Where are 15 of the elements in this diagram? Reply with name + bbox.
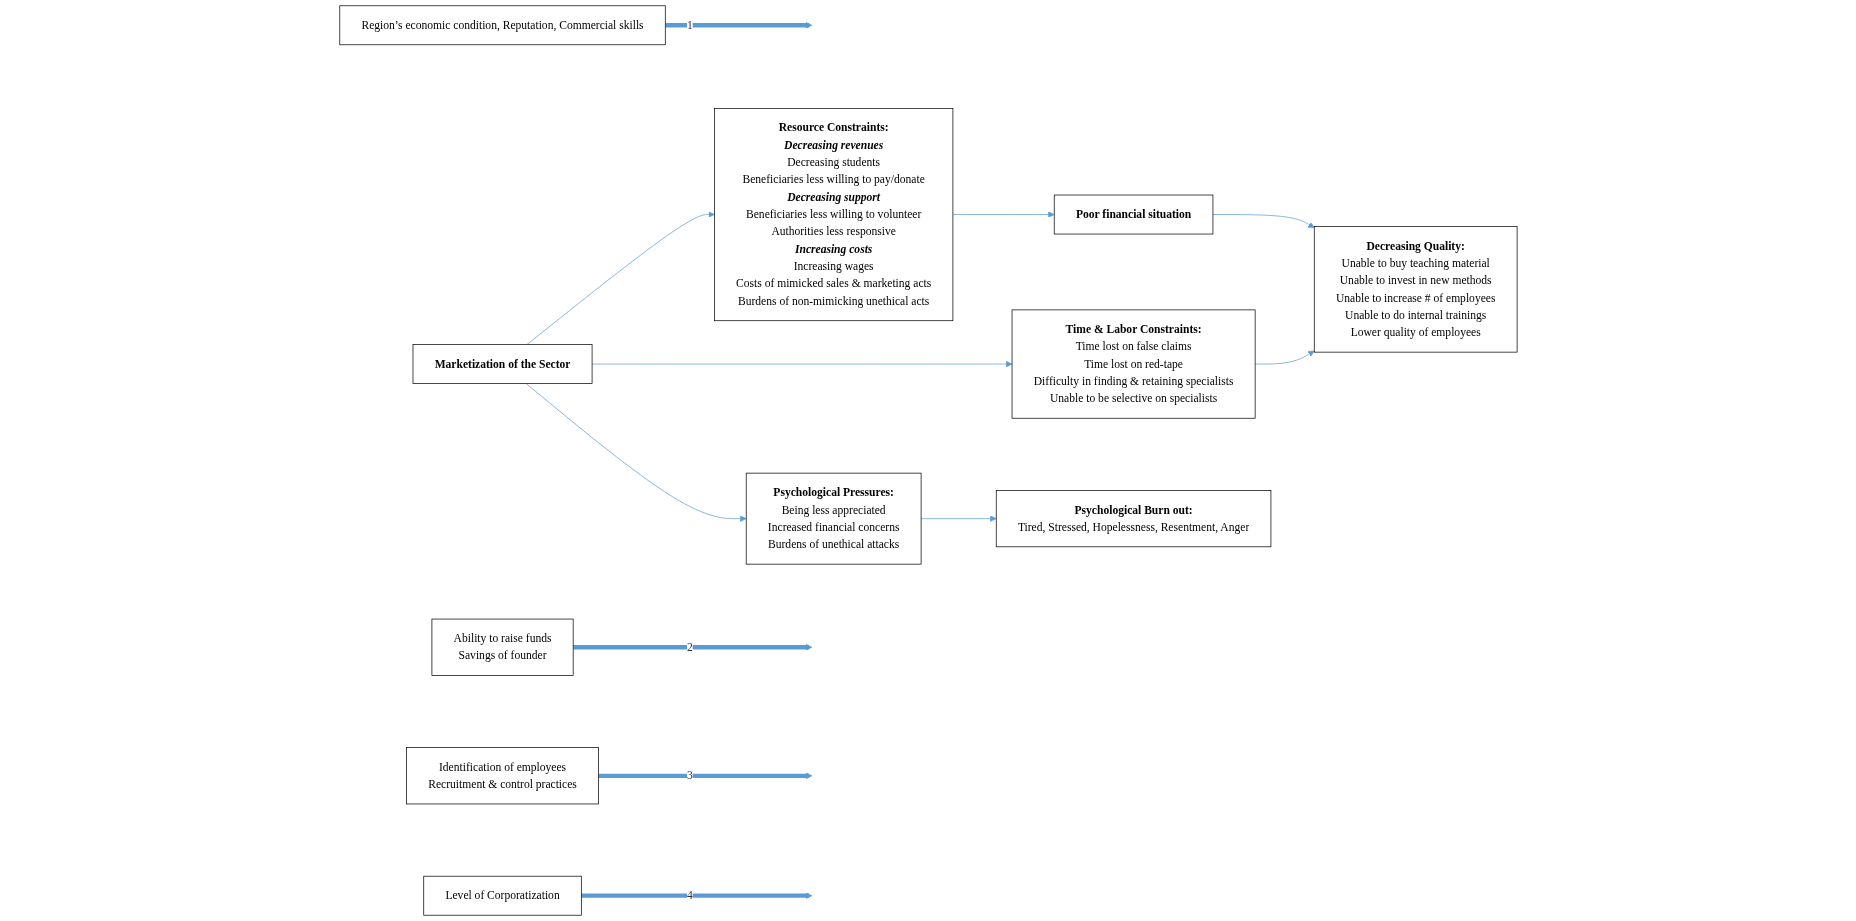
text-box: Level of Corporatization xyxy=(422,875,582,916)
text-box: Poor financial situation xyxy=(1053,194,1213,235)
text-box: Identification of employees Recruitment & control practices xyxy=(405,747,599,805)
arrow xyxy=(580,892,812,899)
arrow xyxy=(572,644,812,651)
text-box: Resource Constraints: Decreasing revenues Decreasing students Beneficiaries less willing to pay/donate Decreasing support Beneficiaries less willing to volunteer Authorities less responsive Increasing costs Increasing wages Costs of mimicked sales & marketing acts Burdens of non-mimicking unethical acts xyxy=(713,108,953,322)
text-box: Ability to raise funds Savings of founder xyxy=(431,618,574,676)
text-box: Psychological Pressures: Being less appreciated Increased financial concerns Burdens of unethical attacks xyxy=(745,472,921,565)
text-box: Time & Labor Constraints: Time lost on false claims Time lost on red-tape Difficulty in finding & retaining specialists Unable to be selective on specialists xyxy=(1011,309,1256,419)
arrow xyxy=(598,772,812,779)
arrow xyxy=(664,22,812,29)
text-box: Decreasing Quality: Unable to buy teaching material Unable to invest in new methods Unable to increase # of employees Unable to do internal trainings Lower quality of employees xyxy=(1313,226,1517,353)
text-box: Region’s economic condition, Reputation, Commercial skills xyxy=(338,5,666,46)
text-box: Marketization of the Sector xyxy=(412,344,592,384)
text-box: Psychological Burn out: Tired, Stressed, Hopelessness, Resentment, Anger xyxy=(995,490,1271,548)
